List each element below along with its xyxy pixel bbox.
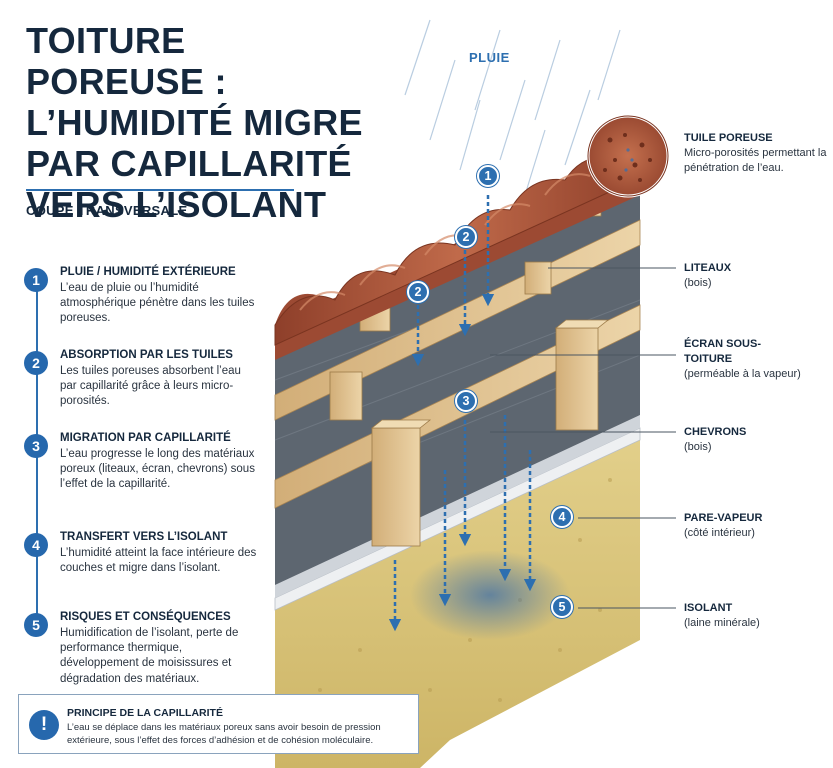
step-title: TRANSFERT VERS L’ISOLANT xyxy=(60,531,228,543)
rain-streaks xyxy=(404,19,621,196)
callout-badge: 4 xyxy=(551,506,573,528)
label-title: TUILE POREUSE xyxy=(684,132,773,144)
label-title: ISOLANT xyxy=(684,602,733,614)
wet-zone xyxy=(410,550,570,640)
info-exclamation-icon: ! xyxy=(29,710,59,740)
label-ecran-sous-toiture: ÉCRAN SOUS-TOITURE (perméable à la vapeu… xyxy=(684,337,801,382)
label-pare-vapeur: PARE-VAPEUR (côté intérieur) xyxy=(684,511,824,541)
label-text: (côté intérieur) xyxy=(684,527,755,539)
section-subtitle: COUPE TRANSVERSALE xyxy=(26,203,188,218)
callout-badge: 2 xyxy=(455,226,477,248)
step-number-badge: 4 xyxy=(24,533,48,557)
label-title: ÉCRAN SOUS-TOITURE xyxy=(684,338,762,365)
title-divider xyxy=(26,189,294,191)
principle-title: PRINCIPE DE LA CAPILLARITÉ xyxy=(67,707,223,719)
porous-tile-zoom xyxy=(586,114,670,198)
step-number-badge: 2 xyxy=(24,351,48,375)
label-text: Micro-porosités permettant la pénétratio… xyxy=(684,147,827,174)
label-isolant: ISOLANT (laine minérale) xyxy=(684,601,824,631)
label-title: PARE-VAPEUR xyxy=(684,512,763,524)
label-title: LITEAUX xyxy=(684,262,732,274)
principle-text: L’eau se déplace dans les matériaux pore… xyxy=(67,722,381,746)
label-title: CHEVRONS xyxy=(684,426,747,438)
callout-badge: 3 xyxy=(455,390,477,412)
leader-lines xyxy=(490,267,676,609)
step-number-badge: 1 xyxy=(24,268,48,292)
label-liteaux: LITEAUX (bois) xyxy=(684,261,824,291)
step-text: L’eau progresse le long des matériaux po… xyxy=(60,448,255,491)
label-text: (bois) xyxy=(684,441,712,453)
callout-badge: 2 xyxy=(407,281,429,303)
page-title: TOITURE POREUSE : L’HUMIDITÉ MIGRE PAR C… xyxy=(26,20,363,225)
step-text: L’eau de pluie ou l’humidité atmosphériq… xyxy=(60,282,255,325)
label-text: (bois) xyxy=(684,277,712,289)
callout-badge: 5 xyxy=(551,596,573,618)
label-tuile-poreuse: TUILE POREUSE Micro-porosités permettant… xyxy=(684,131,829,176)
principle-info-box: ! PRINCIPE DE LA CAPILLARITÉ L’eau se dé… xyxy=(18,694,419,754)
label-chevrons: CHEVRONS (bois) xyxy=(684,425,824,455)
label-text: (perméable à la vapeur) xyxy=(684,368,801,380)
callout-badge: 1 xyxy=(477,165,499,187)
step-number-badge: 5 xyxy=(24,613,48,637)
step-number-badge: 3 xyxy=(24,434,48,458)
step-text: Les tuiles poreuses absorbent l’eau par … xyxy=(60,365,241,408)
migration-arrows xyxy=(388,195,537,632)
step-title: ABSORPTION PAR LES TUILES xyxy=(60,349,233,361)
label-text: (laine minérale) xyxy=(684,617,760,629)
step-title: PLUIE / HUMIDITÉ EXTÉRIEURE xyxy=(60,266,236,278)
step-title: RISQUES ET CONSÉQUENCES xyxy=(60,611,231,623)
rain-label: PLUIE xyxy=(469,50,510,65)
step-text: Humidification de l’isolant, perte de pe… xyxy=(60,627,239,685)
step-title: MIGRATION PAR CAPILLARITÉ xyxy=(60,432,231,444)
step-text: L’humidité atteint la face intérieure de… xyxy=(60,547,257,575)
